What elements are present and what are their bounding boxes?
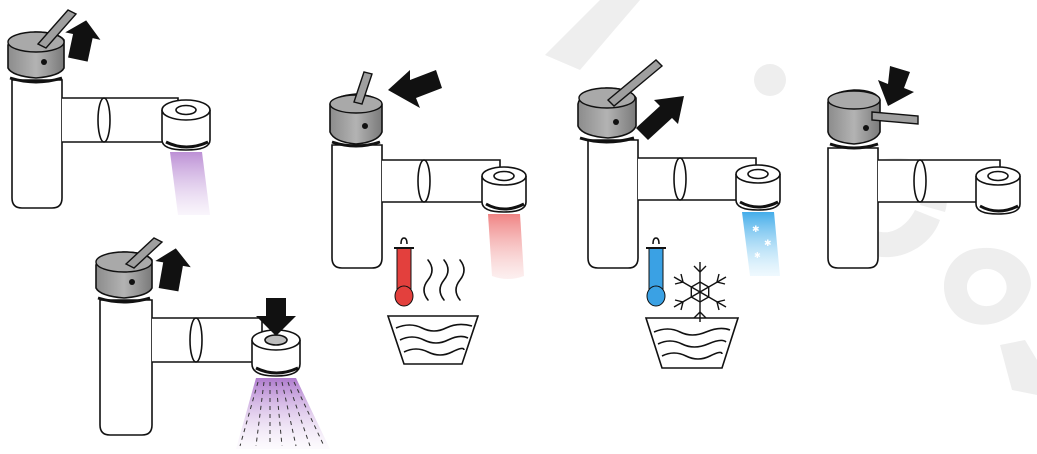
svg-text:✱: ✱ [764, 239, 772, 249]
snowflake-icon [674, 262, 726, 322]
hot-thermometer-icon [394, 238, 414, 306]
cold-thermometer-icon [646, 238, 666, 306]
faucet-body [12, 80, 178, 208]
panel-lever-up-spray [96, 238, 330, 449]
svg-text:✱: ✱ [752, 225, 760, 235]
arrow-up-right [636, 96, 684, 140]
spray-head [736, 165, 780, 210]
lever-handle [828, 90, 918, 148]
faucet-body [332, 145, 500, 268]
arrow-down [878, 66, 914, 106]
svg-text:✱: ✱ [754, 251, 761, 260]
lever-handle [8, 10, 76, 82]
panel-lever-up-stream [8, 10, 210, 215]
panel-cold-water: ✱ ✱ ✱ [578, 60, 780, 368]
steam-icon [424, 260, 464, 300]
faucet-body [100, 300, 262, 435]
spray-head [482, 167, 526, 212]
basin-icon [646, 318, 738, 368]
panel-hot-water [330, 70, 526, 364]
arrow-left [388, 70, 442, 108]
lever-handle [330, 72, 382, 146]
cold-stream [742, 212, 780, 276]
spray-head [976, 167, 1020, 214]
arrow-up [151, 245, 194, 293]
water-stream [170, 152, 210, 215]
hot-stream [488, 214, 524, 279]
basin-icon [388, 316, 478, 364]
faucet-body [588, 140, 756, 268]
spray-head [162, 100, 210, 150]
lever-handle [96, 238, 162, 302]
spray-fan [236, 378, 330, 449]
spray-head [252, 330, 300, 376]
